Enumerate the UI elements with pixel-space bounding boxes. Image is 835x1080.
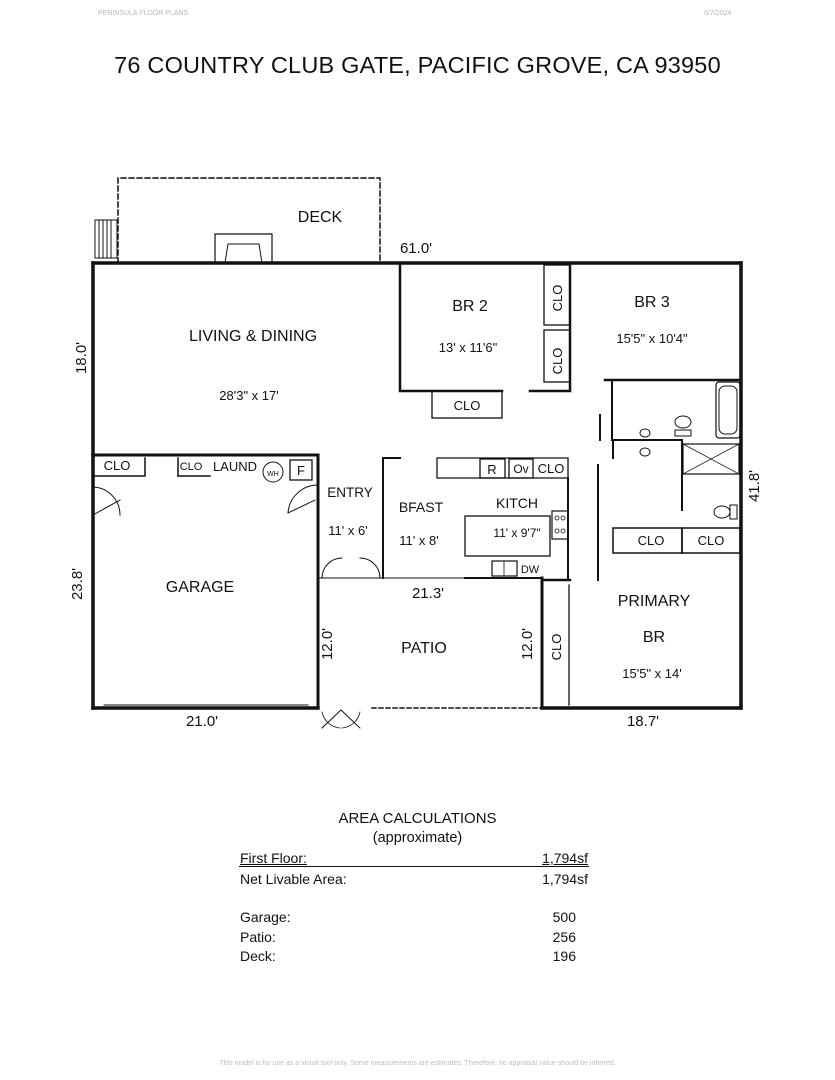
- label-clo-primary-2: CLO: [698, 533, 725, 548]
- disclaimer: This model is for use as a visual tool o…: [219, 1060, 616, 1067]
- dim-bottom-right: 18.7': [627, 713, 659, 730]
- label-ov: Ov: [513, 462, 528, 476]
- water-heater: [262, 461, 284, 483]
- company-name: PENINSULA FLOOR PLANS: [98, 10, 189, 17]
- dim-right: 41.8': [746, 470, 763, 502]
- label-br2-dim: 13' x 11'6": [439, 340, 498, 355]
- dim-bottom-left: 21.0': [186, 713, 218, 730]
- deck-outline: [117, 177, 381, 264]
- dim-patio-left: 12.0': [319, 628, 336, 660]
- label-clo-primary-1: CLO: [638, 533, 665, 548]
- dim-left-lower: 23.8': [69, 568, 86, 600]
- label-r: R: [487, 462, 496, 477]
- sink-1: [639, 428, 651, 438]
- label-entry: ENTRY: [327, 485, 373, 500]
- label-deck: DECK: [298, 209, 343, 226]
- label-clo-laund: CLO: [180, 461, 203, 473]
- entry-glass-door: [321, 557, 381, 579]
- fridge: [479, 458, 506, 479]
- toilet-1: [674, 415, 692, 429]
- label-garage: GARAGE: [166, 579, 234, 596]
- cooktop: [551, 510, 569, 540]
- entry-door: [287, 484, 319, 514]
- label-br3-dim: 15'5" x 10'4": [616, 331, 688, 346]
- dim-top: 61.0': [400, 240, 432, 257]
- label-clo-br2-v1: CLO: [550, 285, 565, 312]
- primary-closet-2: [681, 527, 741, 554]
- kitchen-island: [464, 515, 551, 557]
- label-br3: BR 3: [634, 294, 670, 311]
- dim-left-upper: 18.0': [73, 342, 90, 374]
- br2-closet-bottom: [431, 390, 503, 419]
- label-primary-1: PRIMARY: [618, 593, 691, 610]
- br2-left-wall: [398, 261, 504, 393]
- bathtub: [715, 381, 741, 439]
- bath-wall: [611, 379, 683, 441]
- label-living: LIVING & DINING: [189, 328, 317, 345]
- label-entry-dim: 11' x 6': [328, 523, 367, 538]
- page-title: 76 COUNTRY CLUB GATE, PACIFIC GROVE, CA …: [114, 52, 721, 78]
- label-br2: BR 2: [452, 298, 488, 315]
- label-living-dim: 28'3" x 17': [219, 388, 278, 403]
- label-kitch: KITCH: [496, 495, 538, 511]
- label-kitch-dim: 11' x 9'7": [493, 526, 540, 540]
- label-bfast: BFAST: [399, 499, 444, 515]
- label-clo-garage: CLO: [104, 458, 131, 473]
- label-f: F: [297, 463, 305, 478]
- oven: [508, 458, 534, 479]
- label-laund: LAUND: [213, 459, 257, 474]
- patio-door: [321, 709, 361, 729]
- label-clo-primary-v: CLO: [549, 634, 564, 661]
- label-primary-dim: 15'5" x 14': [622, 666, 681, 681]
- garage-side-door: [92, 486, 121, 516]
- laundry-f-box: [289, 459, 313, 481]
- deck-stairs: [94, 219, 118, 259]
- label-patio: PATIO: [401, 640, 447, 657]
- label-bfast-dim: 11' x 8': [399, 533, 438, 548]
- label-clo-kitch: CLO: [538, 461, 565, 476]
- label-primary-2: BR: [643, 629, 665, 646]
- dim-patio-top: 21.3': [412, 585, 444, 602]
- label-wh: WH: [267, 471, 279, 478]
- label-clo-br2-v2: CLO: [550, 348, 565, 375]
- plan-date: 6/7/2024: [704, 10, 732, 17]
- fireplace: [214, 233, 273, 264]
- toilet-2: [713, 505, 731, 519]
- sink-2: [639, 447, 651, 457]
- label-clo-br2: CLO: [454, 398, 481, 413]
- label-dw: DW: [521, 564, 540, 576]
- kitchen-sink: [491, 560, 518, 577]
- dim-patio-right: 12.0': [519, 628, 536, 660]
